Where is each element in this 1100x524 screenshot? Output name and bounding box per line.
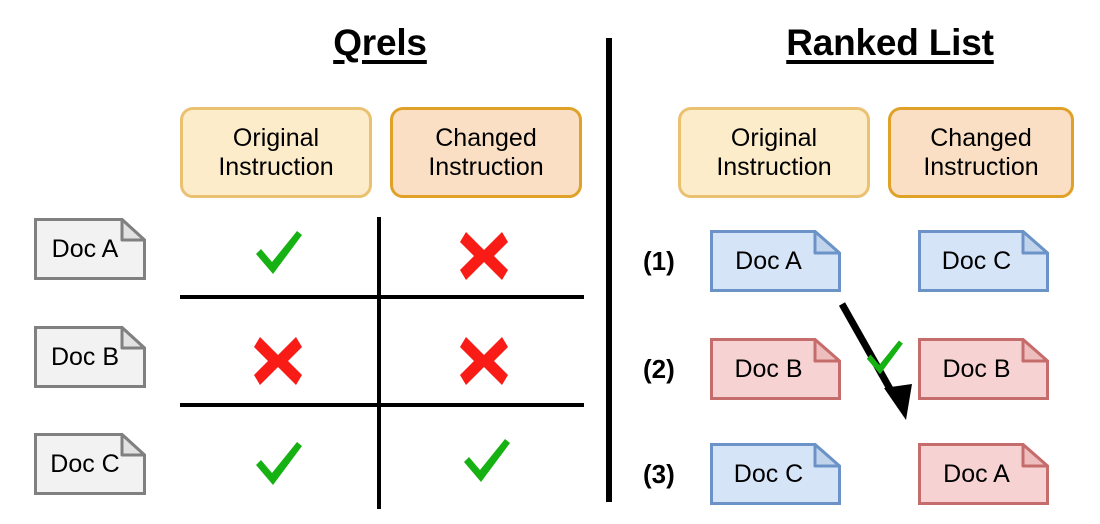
- qrels-grid-row-divider-2: [180, 403, 584, 407]
- qrels-row-document-c: Doc C: [34, 433, 146, 495]
- qrels-column-header-changed-instruction: Changed Instruction: [390, 107, 582, 198]
- panel-divider: [606, 38, 612, 502]
- document-icon: [918, 338, 1049, 400]
- qrels-cell-doc-c-original-check-icon: [250, 435, 306, 491]
- ranked-changed-rank-1-document: Doc C: [918, 230, 1049, 292]
- rank-label-3: (3): [643, 459, 675, 489]
- document-icon: [710, 230, 841, 292]
- pill-line-1: Original: [730, 124, 818, 152]
- qrels-cell-doc-a-original-check-icon: [250, 224, 306, 280]
- qrels-column-header-original-instruction: Original Instruction: [180, 107, 372, 198]
- ranked-original-rank-1-document: Doc A: [710, 230, 841, 292]
- pill-line-2: Instruction: [218, 152, 334, 181]
- document-icon: [34, 218, 146, 280]
- pill-line-1: Changed: [930, 124, 1032, 152]
- qrels-cell-doc-a-changed-cross-icon: [456, 228, 512, 284]
- pill-line-2: Instruction: [923, 152, 1039, 181]
- document-icon: [34, 326, 146, 388]
- pill-line-2: Instruction: [716, 152, 832, 181]
- document-icon: [710, 338, 841, 400]
- qrels-row-document-a: Doc A: [34, 218, 146, 280]
- qrels-grid-column-divider: [377, 217, 381, 509]
- ranked-list-annotation-check-icon: [862, 335, 906, 379]
- pill-line-1: Changed: [435, 124, 537, 152]
- document-icon: [918, 443, 1049, 505]
- qrels-row-document-b: Doc B: [34, 326, 146, 388]
- qrels-cell-doc-b-original-cross-icon: [250, 333, 306, 389]
- ranked-changed-rank-3-document: Doc A: [918, 443, 1049, 505]
- rank-label-1: (1): [643, 246, 675, 276]
- qrels-panel-title: Qrels: [333, 22, 427, 63]
- pill-line-2: Instruction: [428, 152, 544, 181]
- ranked-original-rank-3-document: Doc C: [710, 443, 841, 505]
- qrels-cell-doc-c-changed-check-icon: [458, 432, 514, 488]
- pill-line-1: Original: [232, 124, 320, 152]
- ranked-changed-rank-2-document: Doc B: [918, 338, 1049, 400]
- qrels-cell-doc-b-changed-cross-icon: [456, 333, 512, 389]
- document-icon: [34, 433, 146, 495]
- ranked-list-column-header-changed-instruction: Changed Instruction: [888, 107, 1074, 198]
- document-icon: [918, 230, 1049, 292]
- ranked-list-panel-title: Ranked List: [786, 22, 994, 63]
- demotion-arrow-icon: [828, 292, 928, 427]
- qrels-grid-row-divider-1: [180, 295, 584, 299]
- rank-label-2: (2): [643, 354, 675, 384]
- ranked-original-rank-2-document: Doc B: [710, 338, 841, 400]
- document-icon: [710, 443, 841, 505]
- ranked-list-column-header-original-instruction: Original Instruction: [678, 107, 870, 198]
